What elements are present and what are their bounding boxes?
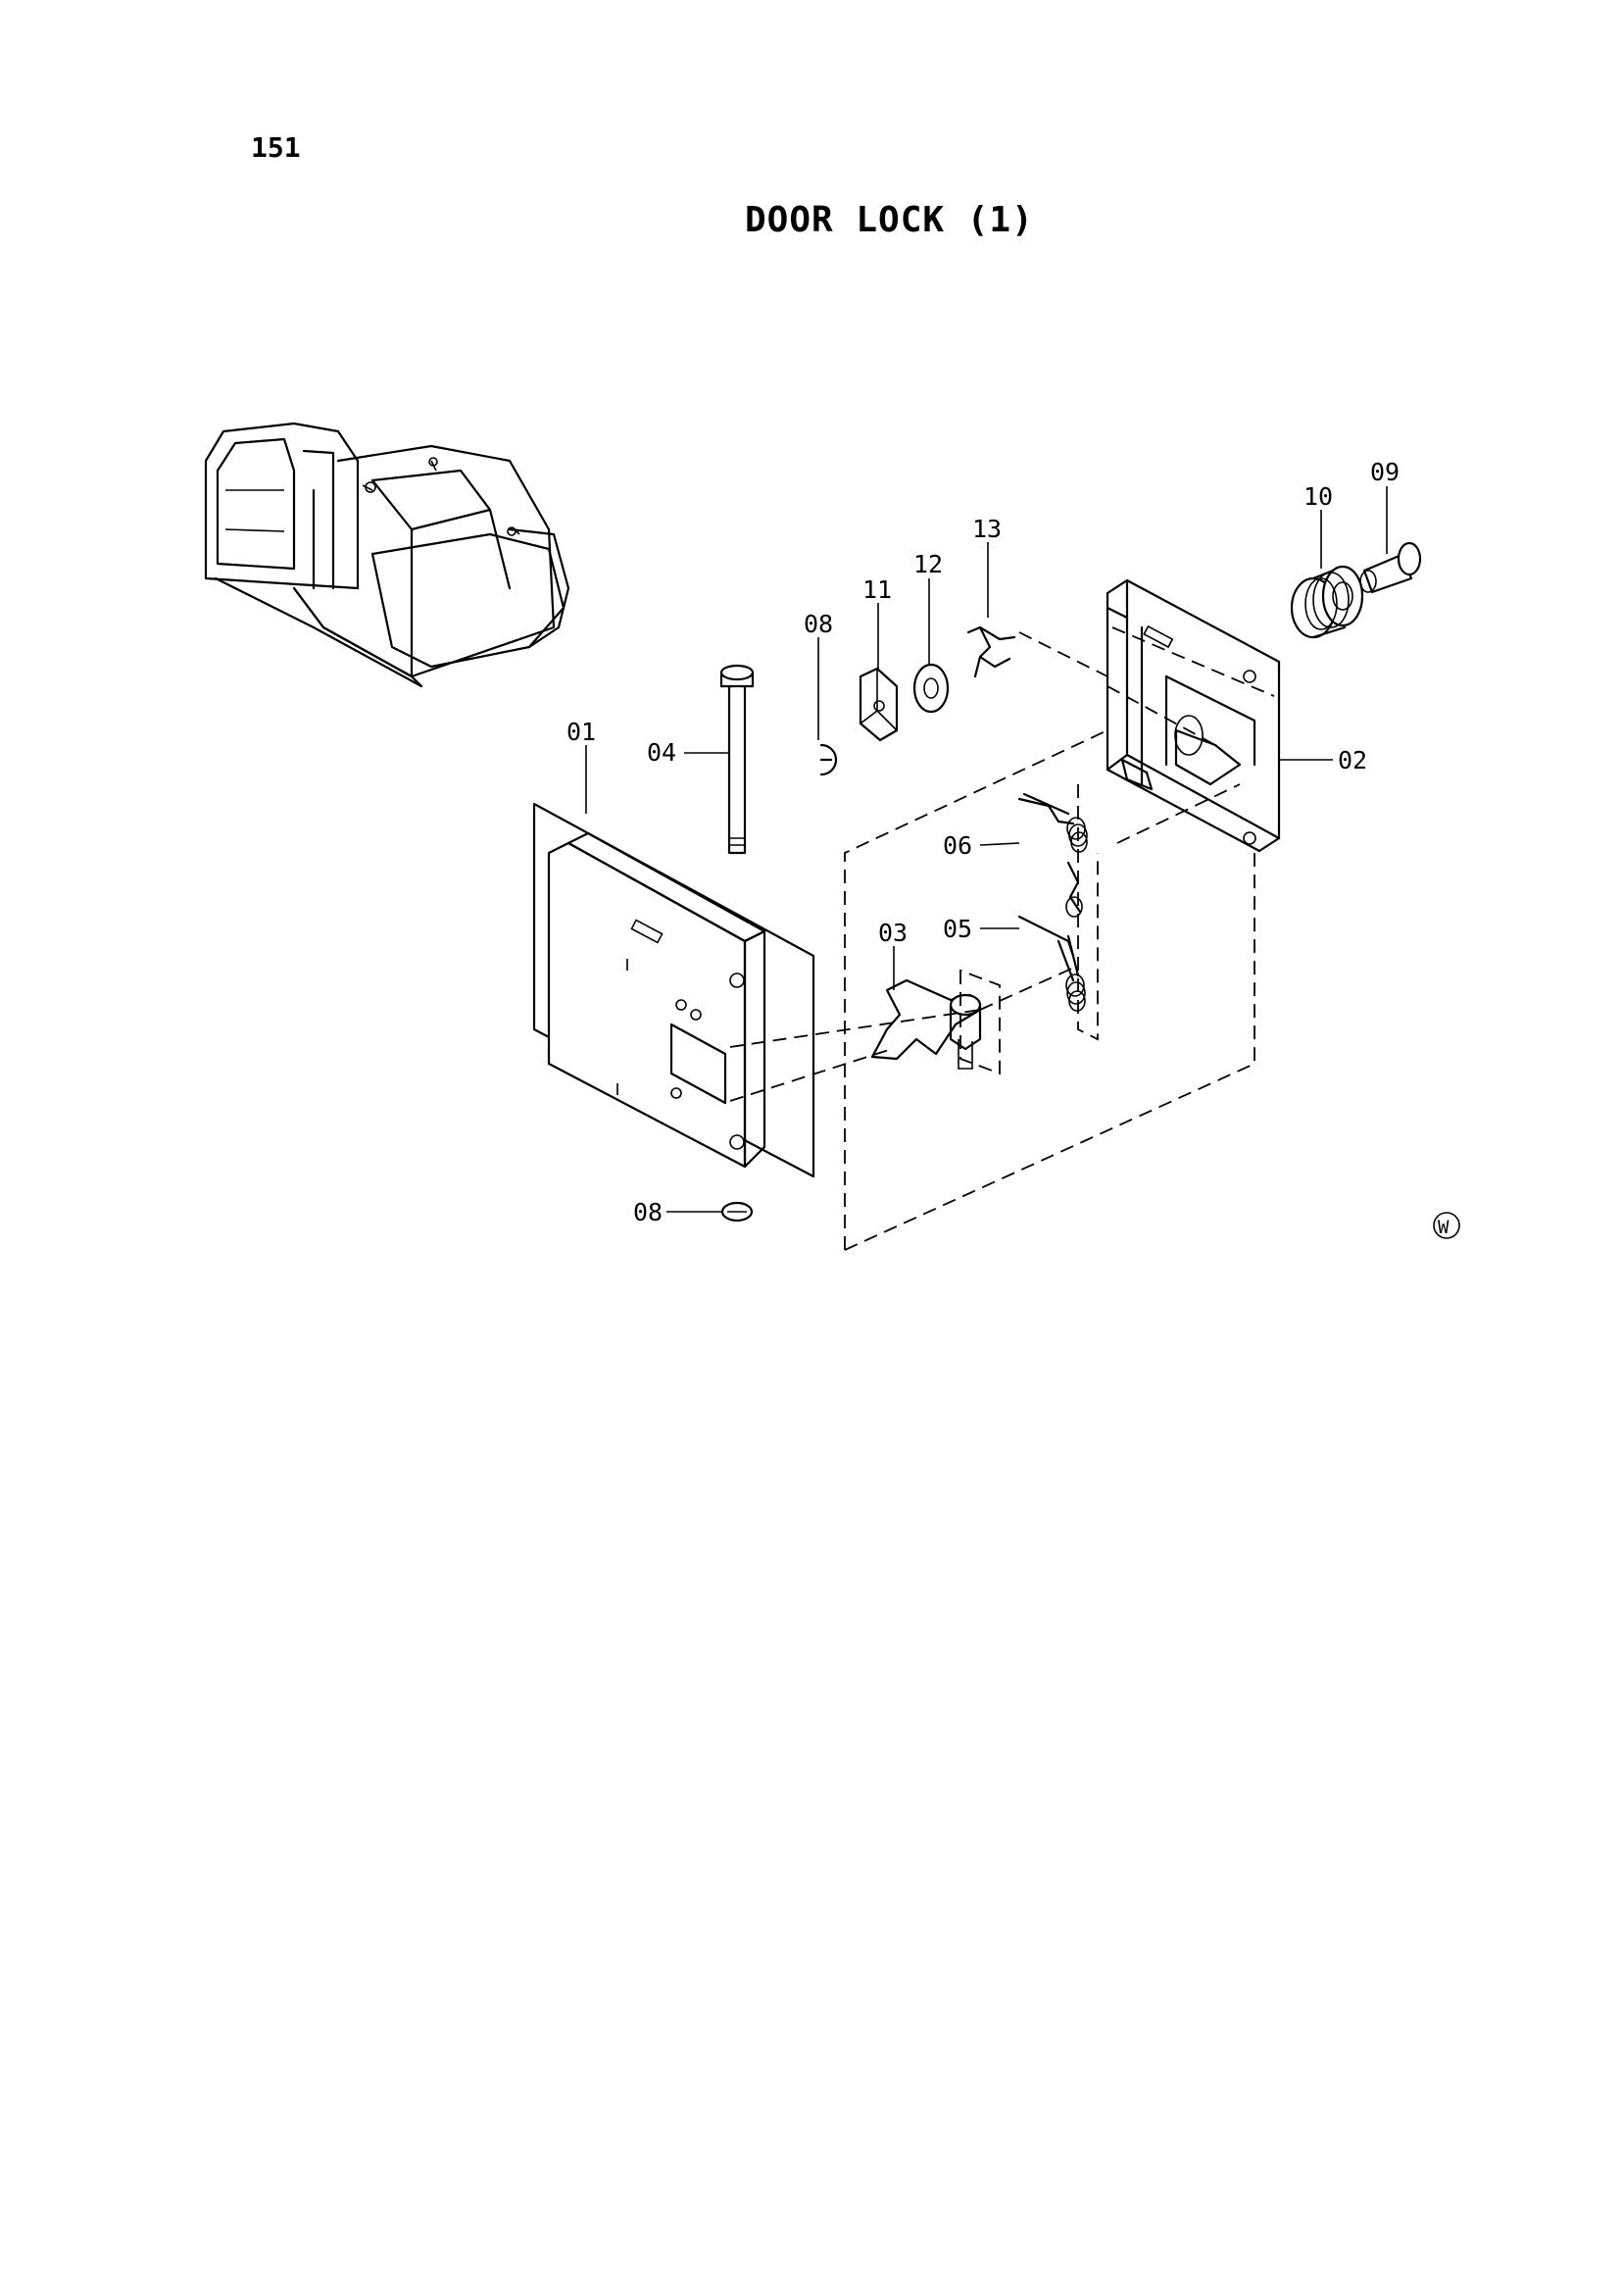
part-05-spring <box>1017 861 1086 1012</box>
callout-05: 05 <box>943 915 972 943</box>
part-08-clip-top <box>819 743 838 776</box>
page-title: DOOR LOCK (1) <box>745 200 1034 240</box>
part-02-bracket <box>1106 578 1281 853</box>
leader-lines <box>585 486 1388 1213</box>
assembly-guide-lines <box>729 626 1275 1251</box>
callout-01: 01 <box>566 718 596 746</box>
callout-08-bottom: 08 <box>633 1198 663 1226</box>
callout-08-top: 08 <box>804 610 833 638</box>
callout-12: 12 <box>913 550 943 578</box>
part-03-latch <box>870 978 982 1070</box>
callout-09: 09 <box>1370 458 1400 486</box>
part-09-bolt <box>1359 541 1422 594</box>
page-number: 151 <box>251 131 301 164</box>
corner-mark-letter: W <box>1438 1217 1450 1238</box>
part-12-washer <box>912 663 950 714</box>
part-01-lock-plate <box>532 802 815 1178</box>
part-04-pin <box>719 664 755 855</box>
callout-10: 10 <box>1303 482 1333 511</box>
callout-06: 06 <box>943 831 972 860</box>
part-06-spring <box>1017 792 1088 853</box>
callout-03: 03 <box>878 919 908 947</box>
part-13-spring-clip <box>966 625 1016 678</box>
callout-13: 13 <box>972 515 1002 543</box>
part-10-bushing <box>1290 565 1364 639</box>
callout-11: 11 <box>862 575 892 604</box>
excavator-thumbnail <box>204 422 570 688</box>
part-11-plate <box>859 667 899 742</box>
corner-mark: W <box>1433 1212 1460 1239</box>
callout-04: 04 <box>647 738 676 767</box>
callout-labels: 01 02 03 04 05 06 08 08 09 10 11 12 13 <box>566 458 1400 1226</box>
part-08-clip-bottom <box>720 1201 754 1223</box>
callout-02: 02 <box>1338 746 1367 774</box>
